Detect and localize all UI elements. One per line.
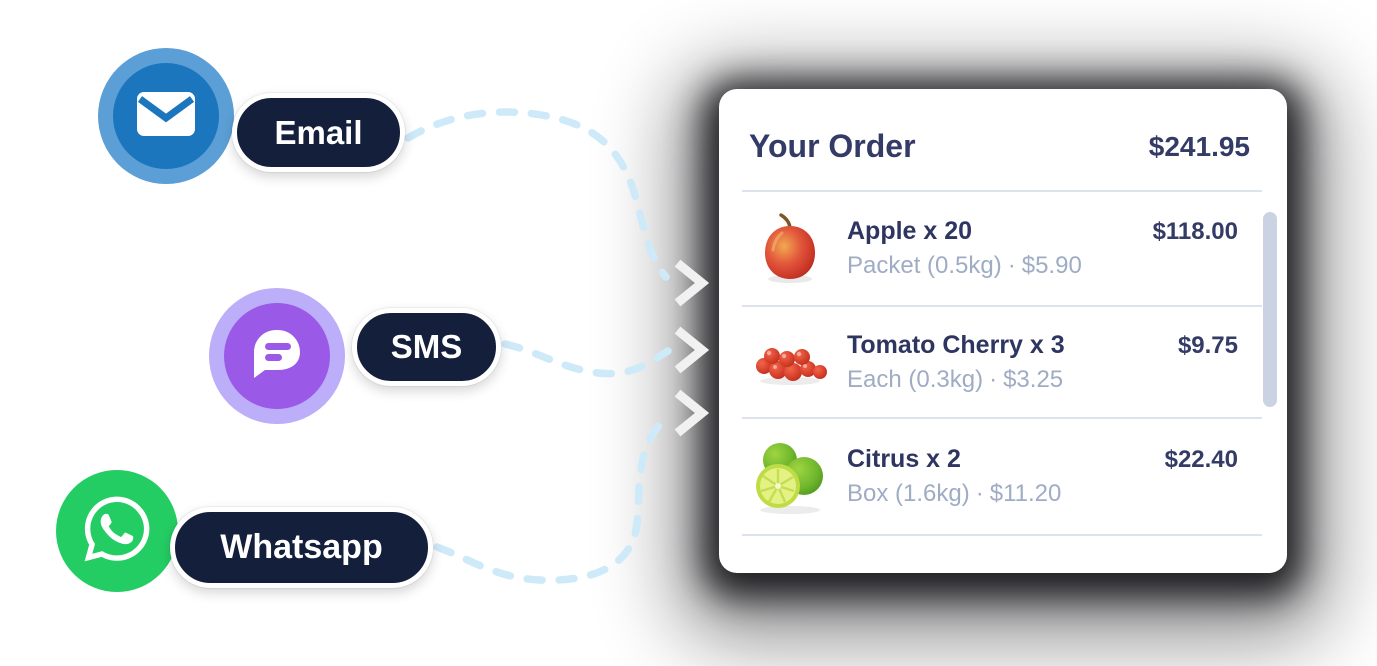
item-info: Apple x 20 $118.00 Packet (0.5kg)·$5.90 <box>847 217 1238 280</box>
order-item-row[interactable]: Apple x 20 $118.00 Packet (0.5kg)·$5.90 <box>719 192 1287 305</box>
envelope-icon <box>137 91 195 141</box>
whatsapp-connector <box>433 415 669 584</box>
item-pack: Box (1.6kg) <box>847 480 970 507</box>
item-pack: Each (0.3kg) <box>847 365 984 393</box>
limes-image <box>752 437 828 517</box>
email-channel-icon[interactable] <box>81 31 251 201</box>
dot-separator: · <box>1007 252 1016 279</box>
sms-connector <box>501 340 672 378</box>
item-name: Tomato Cherry x 3 <box>847 330 1065 359</box>
item-price: $118.00 <box>1152 218 1238 245</box>
item-unit-price: $11.20 <box>989 480 1062 507</box>
arrow-icon <box>674 389 710 437</box>
whatsapp-label-pill[interactable]: Whatsapp <box>170 507 433 588</box>
item-subtitle: Box (1.6kg)·$11.20 <box>847 480 1238 508</box>
order-item-row[interactable]: Tomato Cherry x 3 $9.75 Each (0.3kg)·$3.… <box>719 307 1287 417</box>
order-title: Your Order <box>749 128 916 164</box>
item-unit-price: $3.25 <box>1003 365 1064 393</box>
order-item-row[interactable]: Citrus x 2 $22.40 Box (1.6kg)·$11.20 <box>719 419 1287 534</box>
row-divider <box>742 534 1262 536</box>
arrow-icon <box>674 259 710 307</box>
item-subtitle: Each (0.3kg)·$3.25 <box>847 366 1238 394</box>
item-unit-price: $5.90 <box>1021 252 1082 279</box>
row-divider <box>742 417 1262 419</box>
email-label: Email <box>274 113 363 151</box>
email-label-pill[interactable]: Email <box>232 93 405 172</box>
item-price: $22.40 <box>1164 446 1238 473</box>
dot-separator: · <box>975 480 984 507</box>
item-name: Apple x 20 <box>847 217 973 245</box>
item-name: Citrus x 2 <box>847 445 961 473</box>
whatsapp-label: Whatsapp <box>220 528 383 566</box>
item-info: Tomato Cherry x 3 $9.75 Each (0.3kg)·$3.… <box>847 331 1238 394</box>
whatsapp-icon <box>80 492 154 571</box>
sms-label-pill[interactable]: SMS <box>352 308 501 386</box>
scrollbar-thumb[interactable] <box>1263 212 1277 407</box>
item-pack: Packet (0.5kg) <box>847 252 1002 279</box>
arrow-icon <box>674 326 710 374</box>
item-subtitle: Packet (0.5kg)·$5.90 <box>847 252 1238 280</box>
cherry-tomatoes-image <box>752 322 828 402</box>
sms-channel-icon[interactable] <box>192 271 362 441</box>
row-divider <box>742 305 1262 307</box>
email-connector <box>404 108 670 281</box>
item-price: $9.75 <box>1177 331 1238 359</box>
dot-separator: · <box>989 365 998 393</box>
header-divider <box>742 190 1262 192</box>
apple-image <box>752 209 828 289</box>
order-card-header: Your Order $241.95 <box>719 89 1287 190</box>
order-card: Your Order $241.95 Apple x 20 <box>719 89 1287 573</box>
order-total: $241.95 <box>1148 130 1250 162</box>
sms-label: SMS <box>390 328 463 365</box>
item-info: Citrus x 2 $22.40 Box (1.6kg)·$11.20 <box>847 445 1238 508</box>
chat-bubble-icon <box>250 326 304 387</box>
